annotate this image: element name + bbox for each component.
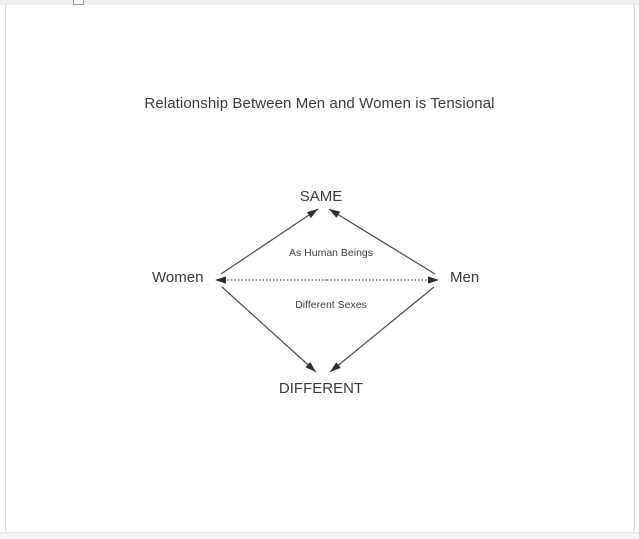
node-label-women: Women	[152, 269, 204, 286]
node-label-different: DIFFERENT	[278, 380, 364, 397]
cropped-ui-square	[73, 0, 84, 5]
node-label-same: SAME	[299, 188, 343, 205]
node-label-men: Men	[450, 269, 480, 286]
edge-women-to-same	[220, 208, 319, 275]
edge-label-as-human-beings: As Human Beings	[288, 247, 374, 259]
page-edge-right	[634, 5, 635, 531]
diagram-title: Relationship Between Men and Women is Te…	[144, 95, 495, 112]
page-top-margin-strip	[0, 0, 639, 5]
page-bottom-margin-strip	[0, 532, 639, 539]
page-edge-left	[5, 5, 6, 531]
edge-label-different-sexes: Different Sexes	[295, 299, 367, 311]
edge-men-to-same	[328, 208, 436, 275]
